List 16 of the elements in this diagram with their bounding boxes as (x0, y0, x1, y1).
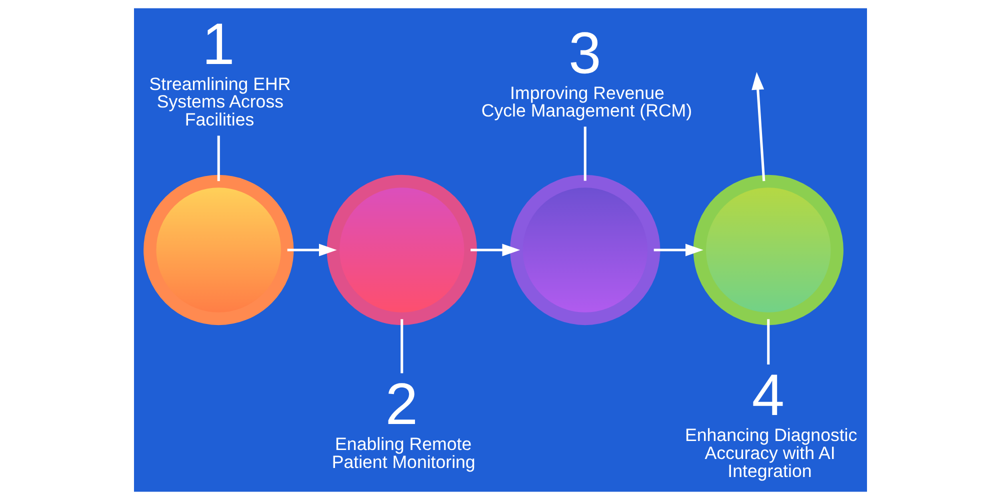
arrow (751, 72, 765, 182)
arrow (470, 244, 520, 256)
node-text: 2 Enabling Remote Patient Monitoring (331, 372, 475, 472)
node-circle (326, 174, 476, 326)
connector (766, 319, 770, 364)
connector (400, 319, 403, 374)
arrow (653, 244, 703, 256)
arrow (286, 244, 336, 256)
connector (583, 126, 586, 181)
node-circle (510, 174, 660, 326)
node-circle (143, 174, 294, 326)
node-text: 3 Improving Revenue Cycle Management (RCM) (480, 20, 692, 121)
connector (216, 136, 220, 182)
node-text: 1 Streamlining EHR Systems Across Facilities (148, 12, 290, 130)
node-circle (692, 174, 843, 326)
node-text: 4 Enhancing Diagnostic Accuracy with AI Integration (684, 363, 857, 481)
